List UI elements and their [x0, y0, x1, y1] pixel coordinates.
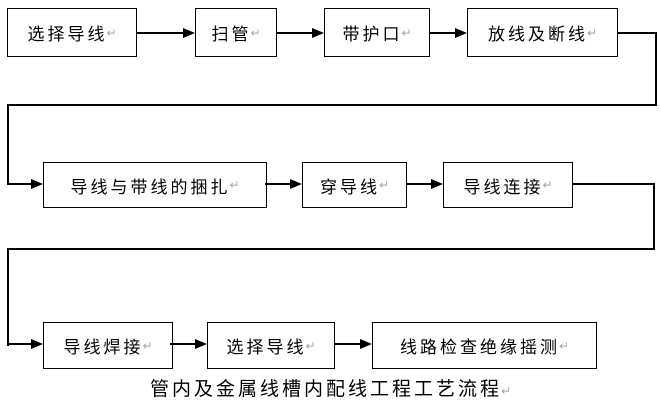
return-mark-icon: ↵: [401, 25, 412, 40]
node-label: 带护口: [342, 25, 403, 44]
connector-a-segment: [655, 32, 657, 106]
connector-a-segment: [618, 32, 657, 34]
flow-arrow: [277, 27, 324, 39]
return-mark-icon: ↵: [229, 178, 240, 192]
arrow-line: [7, 343, 31, 345]
node-label: 选择导线: [226, 338, 307, 357]
node-select-wire-2: 选择导线↵: [207, 322, 335, 369]
arrow-line: [137, 32, 183, 34]
arrowhead-icon: [312, 28, 324, 38]
arrowhead-icon: [195, 339, 207, 349]
flow-arrow: [430, 27, 467, 39]
flow-arrow: [407, 178, 443, 190]
arrow-line: [7, 183, 31, 185]
return-mark-icon: ↵: [250, 25, 261, 40]
connector-b-segment: [7, 248, 655, 250]
arrow-line: [407, 183, 431, 185]
return-mark-icon: ↵: [542, 178, 553, 192]
node-label: 放线及断线: [487, 25, 588, 44]
return-mark-icon: ↵: [106, 25, 117, 40]
connector-a-segment: [7, 104, 9, 185]
return-mark-icon: ↵: [500, 384, 512, 398]
return-mark-icon: ↵: [142, 338, 153, 353]
return-mark-icon: ↵: [558, 338, 570, 353]
node-label: 穿导线: [319, 177, 380, 197]
flow-arrow: [137, 27, 195, 39]
node-label: 导线连接: [463, 177, 544, 197]
node-label: 导线焊接: [63, 338, 144, 357]
node-wire-welding: 导线焊接↵: [43, 322, 173, 369]
arrowhead-icon: [431, 179, 443, 189]
node-select-wire: 选择导线↵: [7, 8, 137, 57]
return-mark-icon: ↵: [305, 338, 316, 353]
node-circuit-check-insulation-megger-test: 线路检查绝缘摇测↵: [372, 322, 597, 369]
node-wire-connection: 导线连接↵: [443, 162, 573, 208]
connector-a-segment: [7, 104, 657, 106]
node-label: 线路检查绝缘摇测: [399, 338, 560, 357]
arrow-line: [170, 343, 195, 345]
arrow-line: [334, 343, 360, 345]
flow-arrow: [7, 338, 43, 350]
flow-arrow: [265, 178, 302, 190]
connector-b-segment: [653, 183, 655, 250]
flow-arrow: [170, 338, 207, 350]
node-protective-bushing: 带护口↵: [324, 8, 430, 57]
node-sweep-conduit: 扫管↵: [195, 8, 277, 57]
return-mark-icon: ↵: [586, 25, 598, 40]
arrowhead-icon: [31, 339, 43, 349]
arrow-line: [277, 32, 312, 34]
flow-arrow: [334, 338, 372, 350]
node-label: 导线与带线的捆扎: [70, 177, 231, 197]
connector-b-segment: [7, 248, 9, 346]
node-label: 选择导线: [27, 25, 108, 44]
connector-b-segment: [573, 183, 655, 185]
arrowhead-icon: [31, 179, 43, 189]
arrowhead-icon: [360, 339, 372, 349]
return-mark-icon: ↵: [378, 178, 390, 192]
node-payoff-and-cut-wire: 放线及断线↵: [467, 8, 618, 57]
arrow-line: [430, 32, 455, 34]
arrowhead-icon: [183, 28, 195, 38]
node-thread-wire: 穿导线↵: [302, 162, 407, 208]
node-bind-wire-and-pull-wire: 导线与带线的捆扎↵: [43, 162, 267, 208]
arrowhead-icon: [455, 28, 467, 38]
diagram-caption-text: 管内及金属线槽内配线工程工艺流程: [149, 379, 502, 400]
flow-arrow: [7, 178, 43, 190]
diagram-caption: 管内及金属线槽内配线工程工艺流程↵: [0, 374, 661, 401]
arrow-line: [265, 183, 290, 185]
arrowhead-icon: [290, 179, 302, 189]
node-label: 扫管: [211, 25, 252, 44]
